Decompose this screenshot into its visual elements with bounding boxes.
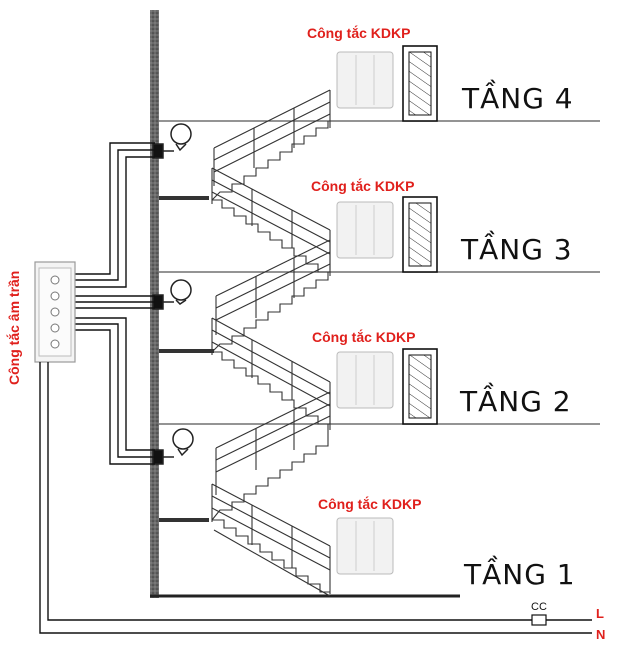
lamp-icon bbox=[152, 428, 194, 465]
floor-label-3: TẦNG 3 bbox=[461, 233, 573, 266]
door-floor-4 bbox=[402, 45, 438, 122]
neutral-line-label: N bbox=[596, 627, 606, 642]
doors bbox=[402, 45, 438, 425]
wall-switch-floor-4 bbox=[336, 51, 394, 109]
door-floor-2 bbox=[402, 348, 438, 425]
wall-switch-floor-1 bbox=[336, 517, 394, 575]
ceiling-switch-box bbox=[34, 261, 76, 363]
floor-label-2: TẦNG 2 bbox=[460, 385, 572, 418]
lamp-icon bbox=[152, 279, 192, 310]
switch-label-floor-2: Công tắc KDKP bbox=[312, 329, 416, 345]
lamp-icon bbox=[152, 123, 192, 159]
breaker-icon bbox=[531, 614, 547, 626]
lamps bbox=[152, 123, 194, 465]
door-floor-3 bbox=[402, 196, 438, 273]
live-line-label: L bbox=[596, 606, 604, 621]
stair-flight-2 bbox=[211, 391, 331, 521]
landing-slabs bbox=[159, 196, 214, 522]
switch-label-floor-3: Công tắc KDKP bbox=[311, 178, 415, 194]
stair-flight-1 bbox=[211, 483, 331, 597]
stair-flight-6 bbox=[211, 89, 331, 201]
switch-label-floor-4: Công tắc KDKP bbox=[307, 25, 411, 41]
power-lines bbox=[39, 362, 592, 634]
wiring bbox=[75, 142, 155, 465]
floor-lines bbox=[159, 120, 600, 425]
wall-switch-floor-3 bbox=[336, 201, 394, 259]
switch-label-floor-1: Công tắc KDKP bbox=[318, 496, 422, 512]
wall-switch-floor-2 bbox=[336, 351, 394, 409]
ceiling-switch-label: Công tắc âm trần bbox=[6, 270, 22, 385]
floor-label-4: TẦNG 4 bbox=[462, 82, 574, 115]
wall-switches bbox=[336, 51, 394, 575]
floor-label-1: TẦNG 1 bbox=[464, 558, 576, 591]
breaker-label: CC bbox=[531, 601, 547, 613]
stair-flight-5 bbox=[211, 167, 331, 273]
staircase bbox=[211, 89, 331, 597]
